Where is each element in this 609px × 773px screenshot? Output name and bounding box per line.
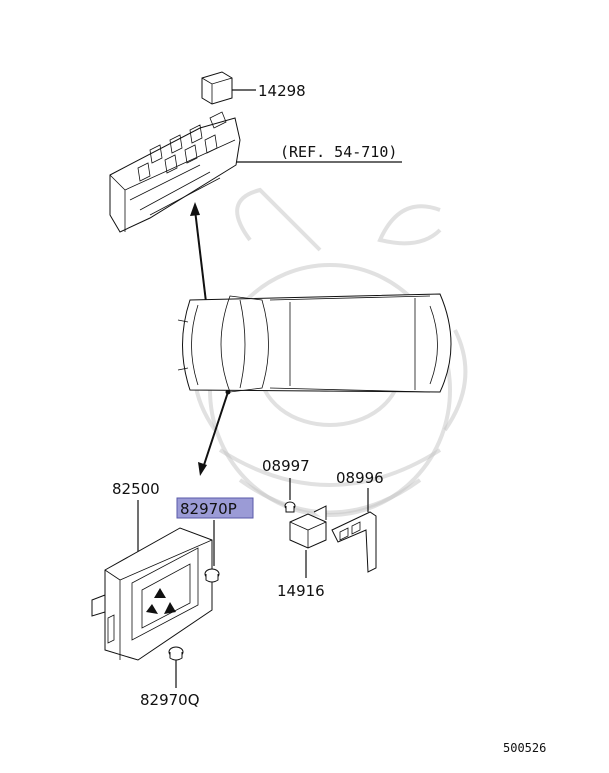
relay-14298 (201, 71, 256, 105)
label-14916: 14916 (277, 582, 325, 600)
relay-14916 (289, 505, 327, 549)
screw-82970P (204, 568, 220, 583)
fuse-block (109, 111, 241, 233)
arrow-to-fuse-block (190, 202, 209, 305)
control-unit-82500 (91, 527, 213, 661)
screw-82970Q (168, 646, 184, 661)
highlight-82970P (176, 497, 254, 519)
label-82500: 82500 (112, 480, 160, 498)
bracket-08996 (331, 511, 377, 573)
label-08996: 08996 (336, 469, 384, 487)
label-82970P[interactable]: 82970P (180, 500, 237, 518)
vehicle-top-view (177, 293, 452, 393)
drawing-number: 500526 (503, 741, 546, 755)
bolt-08997 (284, 501, 296, 513)
label-reference: (REF. 54-710) (280, 143, 397, 161)
arrow-to-control-unit (198, 389, 231, 476)
label-82970Q: 82970Q (140, 691, 200, 709)
label-14298: 14298 (258, 82, 306, 100)
label-08997: 08997 (262, 457, 310, 475)
